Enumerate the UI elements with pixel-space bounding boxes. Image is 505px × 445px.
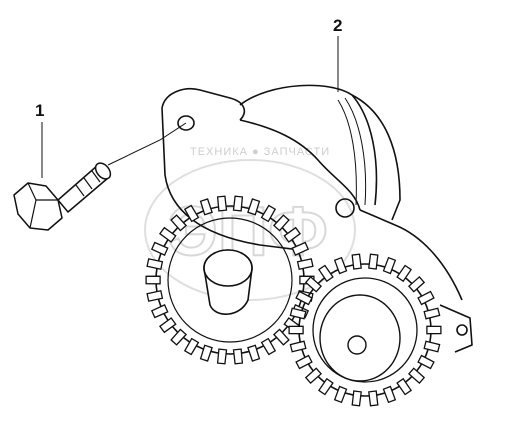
gear-tooth	[289, 307, 307, 320]
gear-tooth	[272, 214, 290, 232]
gear-tooth	[150, 304, 169, 319]
gear-tooth	[216, 195, 228, 212]
gear-tooth	[426, 325, 442, 335]
gear-tooth	[232, 348, 244, 365]
gear-tooth	[232, 195, 244, 212]
gear-tooth	[382, 385, 397, 404]
driven-gear	[288, 253, 442, 407]
gear-tooth	[288, 325, 304, 335]
gear-tooth	[368, 390, 379, 407]
gear-tooth	[199, 344, 213, 362]
gear-tooth	[260, 204, 277, 223]
gear-tooth	[183, 204, 200, 223]
gear-tooth	[283, 226, 302, 243]
gear-tooth	[317, 377, 334, 396]
gear-tooth	[260, 337, 277, 356]
gear-tooth	[396, 377, 413, 396]
gear-tooth	[170, 328, 188, 346]
gear-tooth	[333, 385, 348, 404]
gear-tooth	[396, 264, 413, 283]
gear-tooth	[417, 290, 435, 306]
gear-tooth	[351, 390, 362, 407]
gear-tooth	[296, 258, 314, 270]
gear-tooth	[247, 198, 261, 216]
gear-tooth	[333, 256, 348, 275]
gear-tooth	[158, 317, 177, 334]
gear-tooth	[295, 354, 313, 370]
gear-tooth	[216, 348, 228, 365]
gear-tooth	[146, 258, 164, 270]
gear-tooth	[382, 256, 397, 275]
bolt	[13, 162, 112, 231]
gear-tooth	[423, 340, 441, 353]
gear-tooth	[199, 198, 213, 216]
gear-tooth	[247, 344, 261, 362]
gear-tooth	[423, 307, 441, 320]
gear-tooth	[368, 253, 379, 270]
gear-tooth	[407, 367, 426, 385]
gear-tooth	[291, 241, 310, 256]
gear-tooth	[183, 337, 200, 356]
gear-tooth	[407, 275, 426, 293]
gear-tooth	[317, 264, 334, 283]
gear-tooth	[304, 275, 323, 293]
drive-gear	[145, 195, 315, 365]
callout-1: 1	[35, 101, 44, 120]
gear-tooth	[146, 290, 164, 302]
leader-lines	[41, 36, 339, 178]
gear-tooth	[272, 328, 290, 346]
watermark-line: ТЕХНИКА ● ЗАПЧАСТИ	[190, 146, 330, 158]
gear-tooth	[170, 214, 188, 232]
gear-tooth	[289, 340, 307, 353]
callout-2: 2	[333, 16, 342, 35]
gear-tooth	[417, 354, 435, 370]
gear-tooth	[150, 241, 169, 256]
gear-tooth	[351, 253, 362, 270]
gear-tooth	[304, 367, 323, 385]
gear-tooth	[295, 290, 313, 306]
gear-tooth	[145, 275, 161, 285]
gear-tooth	[158, 226, 177, 243]
